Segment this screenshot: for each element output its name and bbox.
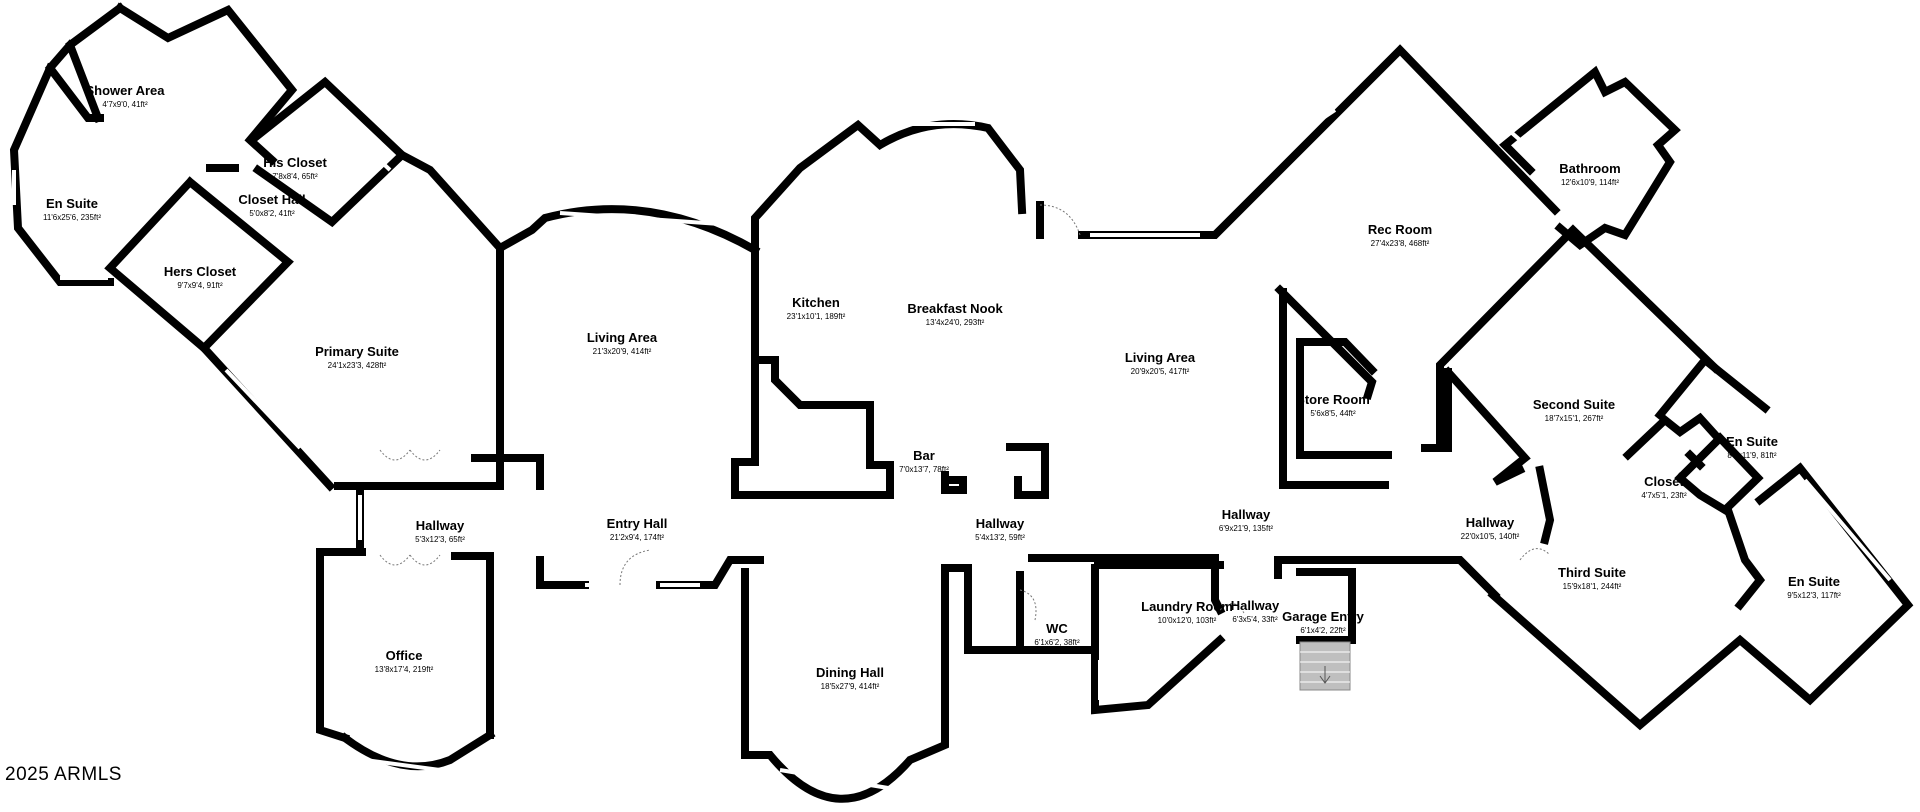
room-dimensions: 4'7x5'1, 23ft²	[1641, 491, 1687, 500]
room-name: En Suite	[46, 196, 98, 211]
room-name: Dining Hall	[816, 665, 884, 680]
arrow-down-icon	[1319, 666, 1331, 684]
room-name: Kitchen	[792, 295, 840, 310]
room-name: Hallway	[1231, 598, 1280, 613]
doors	[379, 204, 1551, 621]
room-dimensions: 18'7x15'1, 267ft²	[1545, 414, 1604, 423]
room-name: Hers Closet	[164, 264, 237, 279]
room-dimensions: 23'1x10'1, 189ft²	[787, 312, 846, 321]
room-name: His Closet	[263, 155, 327, 170]
room-name: Office	[386, 648, 423, 663]
room-name: Bathroom	[1559, 161, 1620, 176]
room-dimensions: 5'0x8'2, 41ft²	[249, 209, 295, 218]
room-name: Third Suite	[1558, 565, 1626, 580]
room-dimensions: 15'9x18'1, 244ft²	[1563, 582, 1622, 591]
room-dimensions: 7'0x13'7, 78ft²	[899, 465, 949, 474]
room-dimensions: 24'1x23'3, 428ft²	[328, 361, 387, 370]
room-dimensions: 5'3x12'3, 65ft²	[415, 535, 465, 544]
room-labels: Shower Area 4'7x9'0, 41ft² En Suite 11'6x25…	[43, 83, 1841, 691]
room-name: WC	[1046, 621, 1068, 636]
room-dimensions: 10'0x12'0, 103ft²	[1158, 616, 1217, 625]
room-name: Hallway	[976, 516, 1025, 531]
walls	[9, 2, 1914, 803]
room-dimensions: 7'8x8'4, 65ft²	[272, 172, 318, 181]
room-name: Store Room	[1296, 392, 1370, 407]
room-dimensions: 21'2x9'4, 174ft²	[610, 533, 665, 542]
room-name: Garage Entry	[1282, 609, 1364, 624]
room-dimensions: 20'9x20'5, 417ft²	[1131, 367, 1190, 376]
room-name: Hallway	[1466, 515, 1515, 530]
room-name: Hallway	[1222, 507, 1271, 522]
room-dimensions: 6'9x21'9, 135ft²	[1219, 524, 1274, 533]
room-dimensions: 6'1x6'2, 38ft²	[1034, 638, 1080, 647]
room-name: Primary Suite	[315, 344, 399, 359]
room-name: Hallway	[416, 518, 465, 533]
room-dimensions: 18'5x27'9, 414ft²	[821, 682, 880, 691]
stairs	[1299, 641, 1351, 691]
room-dimensions: 11'6x25'6, 235ft²	[43, 213, 101, 222]
room-name: Closet Hall	[238, 192, 305, 207]
room-dimensions: 9'5x12'3, 117ft²	[1787, 591, 1841, 600]
room-name: Breakfast Nook	[907, 301, 1003, 316]
room-name: Rec Room	[1368, 222, 1432, 237]
room-dimensions: 4'7x9'0, 41ft²	[102, 100, 148, 109]
room-name: En Suite	[1726, 434, 1778, 449]
copyright-notice: 2025 ARMLS	[5, 764, 122, 785]
room-dimensions: 13'8x17'4, 219ft²	[375, 665, 434, 674]
room-dimensions: 27'4x23'8, 468ft²	[1371, 239, 1430, 248]
room-dimensions: 5'4x13'2, 59ft²	[975, 533, 1025, 542]
room-dimensions: 21'3x20'9, 414ft²	[593, 347, 652, 356]
room-name: Living Area	[587, 330, 658, 345]
room-name: Bar	[913, 448, 935, 463]
room-dimensions: 5'6x8'5, 44ft²	[1310, 409, 1356, 418]
room-name: Second Suite	[1533, 397, 1615, 412]
room-dimensions: 6'1x4'2, 22ft²	[1300, 626, 1346, 635]
room-name: Shower Area	[86, 83, 166, 98]
windows	[12, 8, 1892, 792]
room-name: Living Area	[1125, 350, 1196, 365]
room-dimensions: 12'6x10'9, 114ft²	[1561, 178, 1619, 187]
room-name: Entry Hall	[607, 516, 668, 531]
room-dimensions: 9'7x9'4, 91ft²	[177, 281, 223, 290]
room-dimensions: 22'0x10'5, 140ft²	[1461, 532, 1520, 541]
room-dimensions: 6'3x5'4, 33ft²	[1232, 615, 1278, 624]
room-name: Laundry Room	[1141, 599, 1233, 614]
room-name: Closet	[1644, 474, 1684, 489]
room-dimensions: 13'4x24'0, 293ft²	[926, 318, 985, 327]
room-name: En Suite	[1788, 574, 1840, 589]
room-dimensions: 8'6x11'9, 81ft²	[1727, 451, 1776, 460]
